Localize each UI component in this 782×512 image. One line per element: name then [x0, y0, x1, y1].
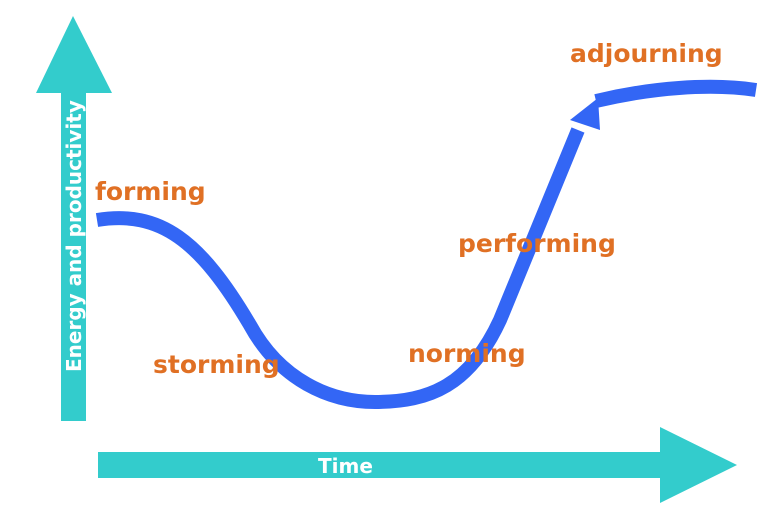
y-axis-label: Energy and productivity — [62, 100, 86, 372]
y-axis-arrow: Energy and productivity — [36, 16, 112, 421]
development-curve — [95, 79, 758, 410]
x-axis-label: Time — [318, 454, 373, 478]
x-axis-arrow: Time — [98, 427, 737, 503]
stage-label-storming: storming — [153, 350, 280, 379]
stage-label-norming: norming — [408, 339, 526, 368]
stage-label-performing: performing — [458, 229, 616, 258]
stage-label-forming: forming — [95, 177, 206, 206]
curve-arrowhead — [570, 98, 600, 130]
stage-label-adjourning: adjourning — [570, 39, 723, 68]
